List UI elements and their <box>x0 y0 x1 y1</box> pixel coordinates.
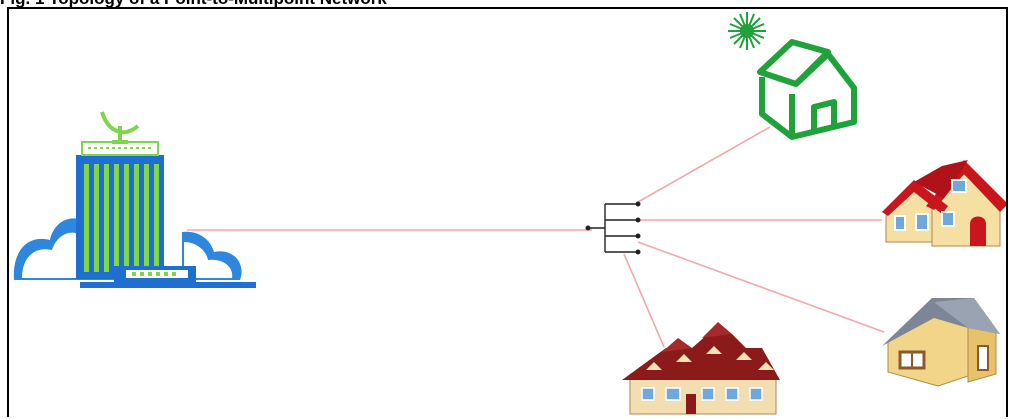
green-house-icon <box>728 12 857 140</box>
link-to-gray-roof-house <box>637 241 885 333</box>
link-lines <box>187 126 885 348</box>
sun-icon <box>728 12 766 50</box>
diagram-frame <box>7 7 1008 417</box>
satellite-dish-icon <box>100 111 140 144</box>
apartment-building-icon <box>622 322 780 415</box>
red-roof-house-icon <box>882 160 1006 247</box>
gray-roof-house-icon <box>882 298 1000 387</box>
central-office-icon <box>13 111 256 288</box>
optical-splitter-icon <box>585 201 641 255</box>
network-diagram <box>13 12 1006 415</box>
building-body <box>76 155 164 279</box>
link-to-apartment-building <box>623 253 665 348</box>
link-to-green-house <box>637 126 771 203</box>
figure-caption: Fig. 1 Topology of a Point-to-Multipoint… <box>0 0 1013 10</box>
